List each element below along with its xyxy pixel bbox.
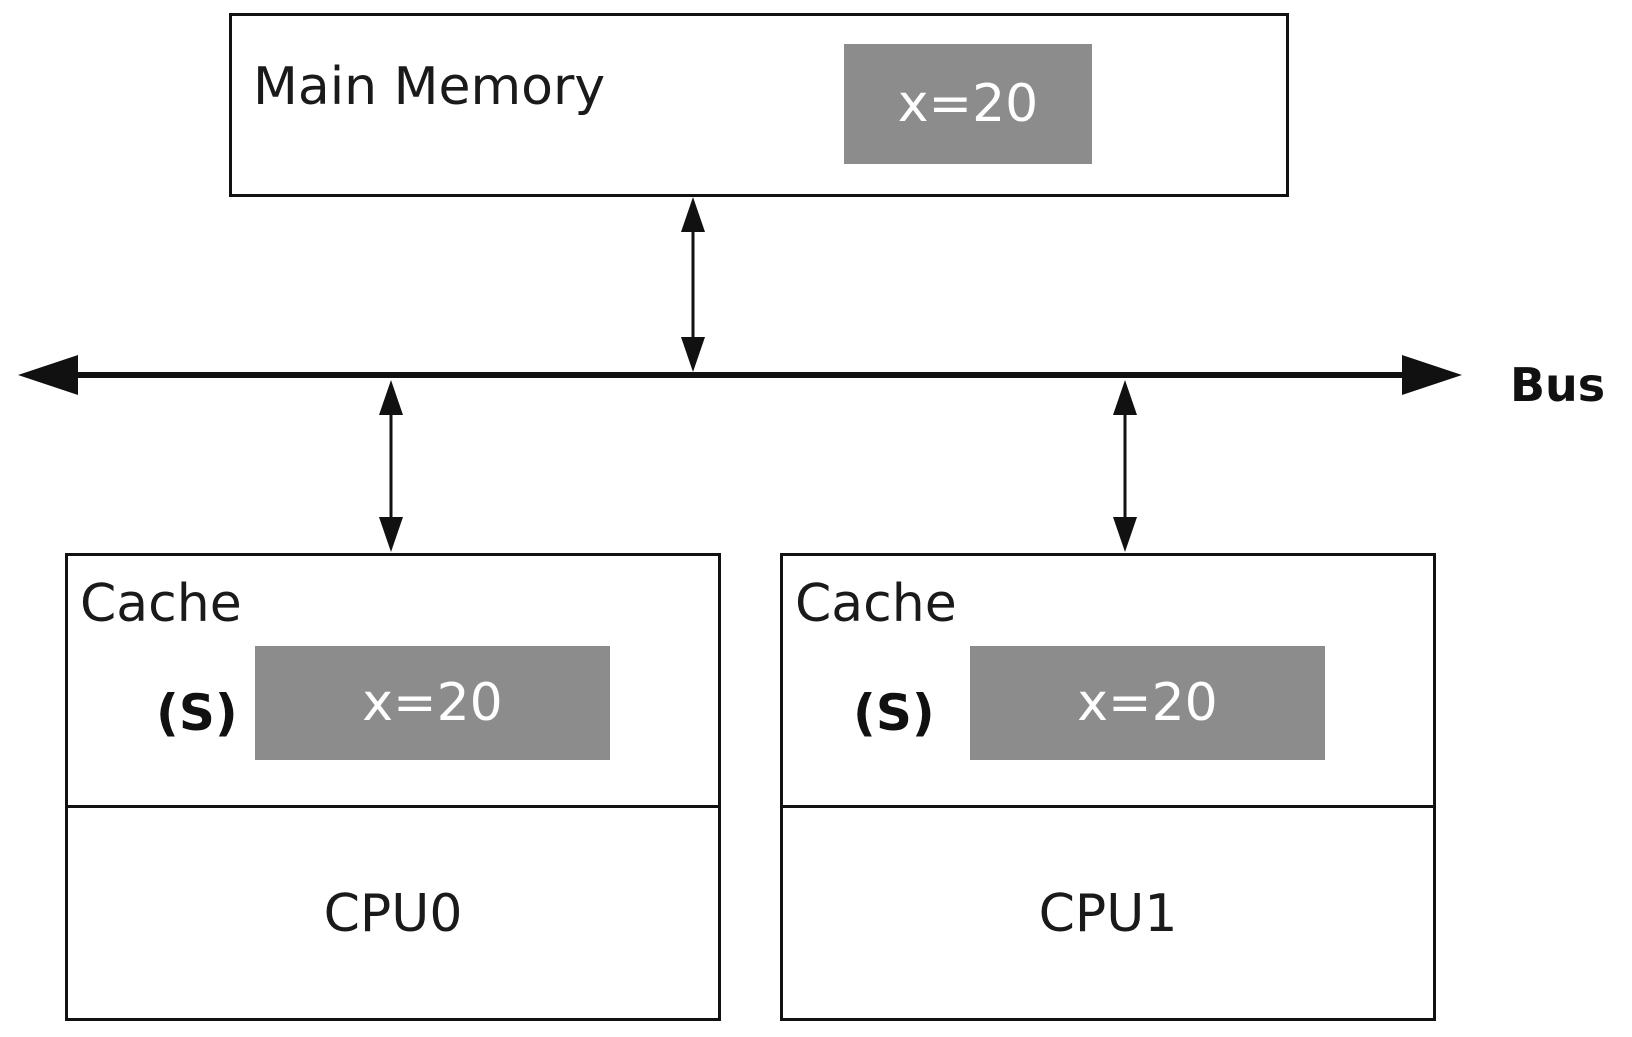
cpu0-cache-label: Cache: [80, 574, 242, 634]
cpu0-connector-bottom-arrowhead: [379, 517, 403, 552]
main-memory-box: Main Memory x=20: [229, 13, 1289, 197]
cpu0-cache-value: x=20: [255, 646, 610, 760]
bus-right-arrowhead: [1402, 355, 1462, 395]
cpu0-cache-divider: [68, 805, 718, 808]
cpu0-node: Cache (S) x=20 CPU0: [65, 553, 721, 1021]
memory-connector-bottom-arrowhead: [681, 337, 705, 372]
memory-connector-top-arrowhead: [681, 197, 705, 232]
cpu1-connector-top-arrowhead: [1113, 380, 1137, 415]
cpu0-label: CPU0: [323, 884, 463, 944]
cpu1-label: CPU1: [1038, 884, 1178, 944]
cpu1-cache-state: (S): [853, 684, 935, 742]
cpu1-cache-value: x=20: [970, 646, 1325, 760]
cpu1-cache-label: Cache: [795, 574, 957, 634]
main-memory-label: Main Memory: [253, 57, 606, 117]
cpu0-connector-top-arrowhead: [379, 380, 403, 415]
cpu1-node: Cache (S) x=20 CPU1: [780, 553, 1436, 1021]
cpu0-cache-state: (S): [156, 684, 238, 742]
bus-label: Bus: [1510, 358, 1606, 412]
cpu1-connector-bottom-arrowhead: [1113, 517, 1137, 552]
main-memory-value: x=20: [844, 44, 1092, 164]
bus-left-arrowhead: [18, 355, 78, 395]
cpu1-cache-divider: [783, 805, 1433, 808]
